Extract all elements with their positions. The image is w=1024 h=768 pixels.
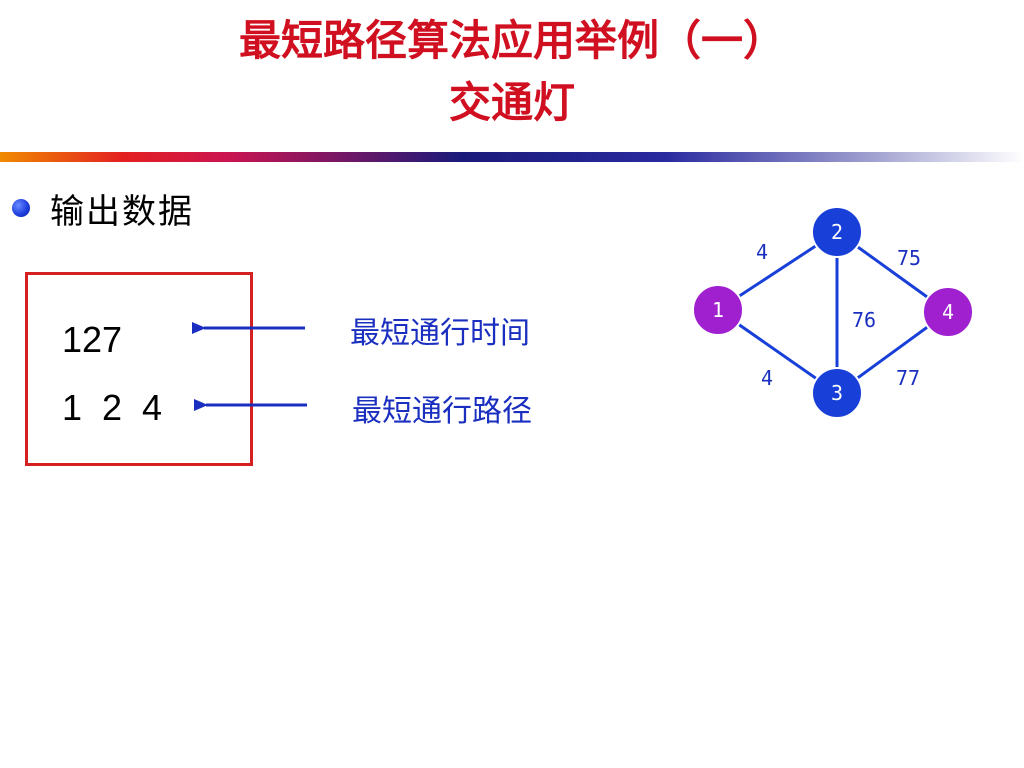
annotation-time-label: 最短通行时间 <box>350 316 530 351</box>
edge-weight-3-4: 77 <box>896 366 920 390</box>
bullet-dot-icon <box>12 199 30 217</box>
graph-node-2 <box>811 206 863 258</box>
output-time-value: 127 <box>62 319 123 360</box>
output-path-value: 1 2 4 <box>62 387 165 428</box>
graph-node-1 <box>692 284 744 336</box>
traffic-graph: 4 75 76 4 77 1 2 3 4 <box>692 206 974 419</box>
graph-node-label-4: 4 <box>942 300 954 324</box>
annotation-path-label: 最短通行路径 <box>352 394 532 429</box>
graph-node-label-1: 1 <box>712 298 724 322</box>
graph-node-3 <box>811 367 863 419</box>
title-divider <box>0 152 1024 162</box>
weight-layer: 4 75 76 4 77 <box>756 240 921 390</box>
graph-node-4 <box>922 286 974 338</box>
page-title: 最短路径算法应用举例（一） <box>238 16 785 65</box>
graph-node-label-3: 3 <box>831 381 843 405</box>
edge-weight-1-2: 4 <box>756 240 768 264</box>
node-layer: 1 2 3 4 <box>692 206 974 419</box>
bullet-text: 输出数据 <box>50 191 194 232</box>
page-subtitle: 交通灯 <box>448 78 575 127</box>
edge-weight-2-4: 75 <box>897 246 921 270</box>
edge-weight-1-3: 4 <box>761 366 773 390</box>
bullet-item: 输出数据 <box>12 186 194 232</box>
output-box: 127 1 2 4 <box>25 272 253 466</box>
edge-weight-2-3: 76 <box>852 308 876 332</box>
graph-node-label-2: 2 <box>831 220 843 244</box>
